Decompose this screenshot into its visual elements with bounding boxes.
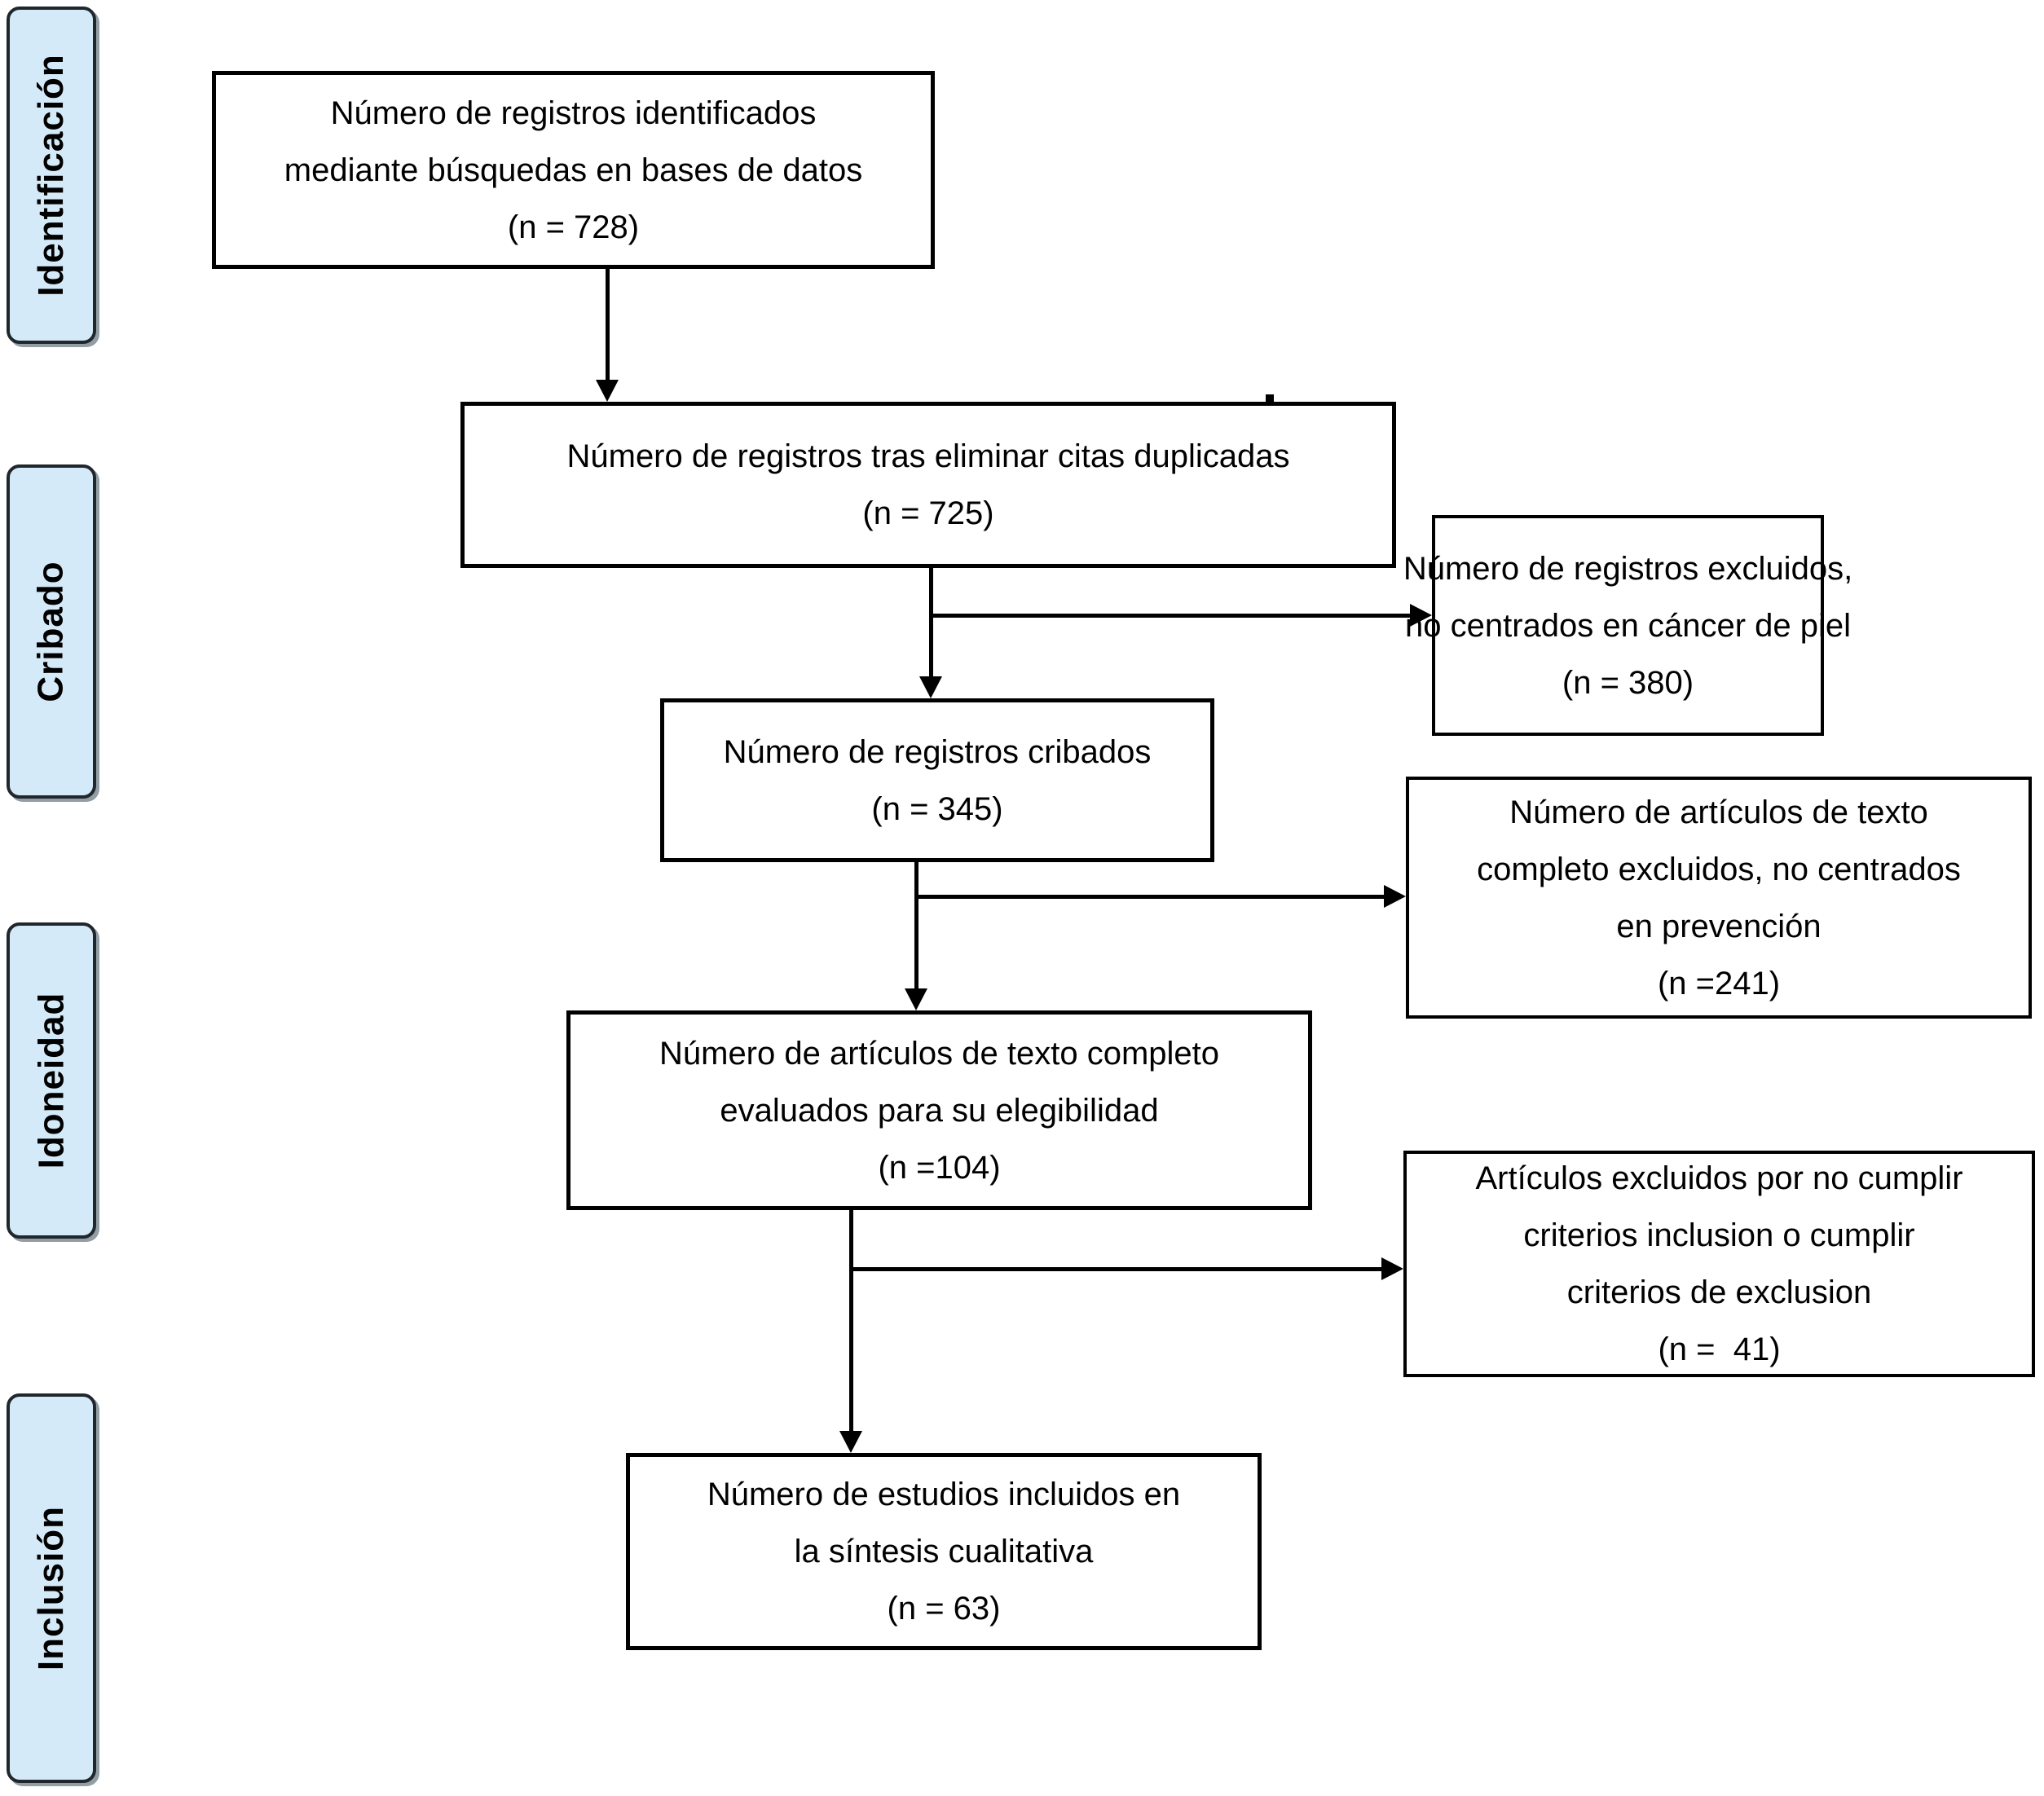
stage-label: Inclusión [31, 1505, 71, 1671]
box-fulltext-assessed: Número de artículos de texto completo ev… [566, 1010, 1312, 1210]
arrowhead-down-icon [839, 1431, 862, 1453]
box-line: Número de registros identificados [330, 95, 817, 131]
arrowhead-down-icon [905, 988, 927, 1010]
box-line: Número de registros excluidos, [1403, 550, 1853, 587]
arrowhead-right-icon [1384, 885, 1406, 908]
box-count: (n = 345) [871, 790, 1003, 827]
box-line: evaluados para su elegibilidad [720, 1092, 1159, 1129]
connector-identified-to-dedup [606, 269, 610, 381]
connector-dedup-to-screened [929, 568, 933, 677]
box-count: (n = 725) [862, 495, 994, 531]
box-line: Número de registros cribados [723, 733, 1152, 770]
box-studies-included: Número de estudios incluidos en la sínte… [626, 1453, 1262, 1650]
box-count: (n = 63) [887, 1591, 1001, 1627]
box-line: criterios de exclusion [1566, 1274, 1872, 1310]
scan-artifact-tick [1266, 394, 1274, 403]
stage-pill-inclusion: Inclusión [7, 1393, 96, 1783]
box-excluded-not-prevention: Número de artículos de texto completo ex… [1406, 777, 2032, 1019]
connector-assessed-to-included [849, 1210, 853, 1432]
box-excluded-not-skin-cancer: Número de registros excluidos, no centra… [1403, 515, 1852, 736]
box-records-identified: Número de registros identificados median… [212, 71, 935, 269]
connector-screened-to-excluded-prevention [917, 895, 1385, 899]
stage-label: Cribado [31, 561, 72, 702]
box-line: Artículos excluidos por no cumplir [1475, 1160, 1963, 1196]
stage-pill-identificacion: Identificación [7, 7, 96, 344]
stage-label: Idoneidad [31, 992, 71, 1169]
box-line: la síntesis cualitativa [794, 1534, 1094, 1569]
stage-label: Identificación [31, 54, 71, 297]
box-excluded-criteria: Artículos excluidos por no cumplir crite… [1403, 1151, 2035, 1377]
box-count: (n =241) [1657, 965, 1781, 1001]
arrowhead-right-icon [1410, 604, 1432, 627]
connector-assessed-to-excluded-criteria [852, 1267, 1382, 1271]
box-count: (n = 728) [507, 209, 640, 245]
box-count: (n = 41) [1658, 1332, 1781, 1367]
box-line: Número de artículos de texto completo [659, 1035, 1219, 1072]
box-line: Número de registros tras eliminar citas … [566, 438, 1290, 474]
box-records-after-duplicates-removed: Número de registros tras eliminar citas … [460, 402, 1396, 568]
connector-dedup-to-excluded-skin [929, 614, 1411, 618]
box-records-screened: Número de registros cribados (n = 345) [660, 698, 1214, 862]
stage-pill-idoneidad: Idoneidad [7, 922, 96, 1239]
stage-pill-cribado: Cribado [7, 464, 96, 799]
box-line: Número de estudios incluidos en [707, 1477, 1181, 1512]
connector-screened-to-assessed [914, 862, 918, 989]
arrowhead-right-icon [1381, 1257, 1403, 1280]
box-line: criterios inclusion o cumplir [1523, 1217, 1915, 1253]
box-line: no centrados en cáncer de piel [1404, 607, 1852, 644]
arrowhead-down-icon [596, 380, 619, 402]
box-count: (n =104) [878, 1149, 1001, 1186]
box-line: en prevención [1616, 908, 1822, 944]
box-count: (n = 380) [1562, 664, 1694, 701]
box-line: mediante búsquedas en bases de datos [284, 152, 863, 188]
arrowhead-down-icon [919, 676, 942, 698]
box-line: completo excluidos, no centrados [1477, 851, 1961, 887]
box-line: Número de artículos de texto [1509, 794, 1928, 830]
